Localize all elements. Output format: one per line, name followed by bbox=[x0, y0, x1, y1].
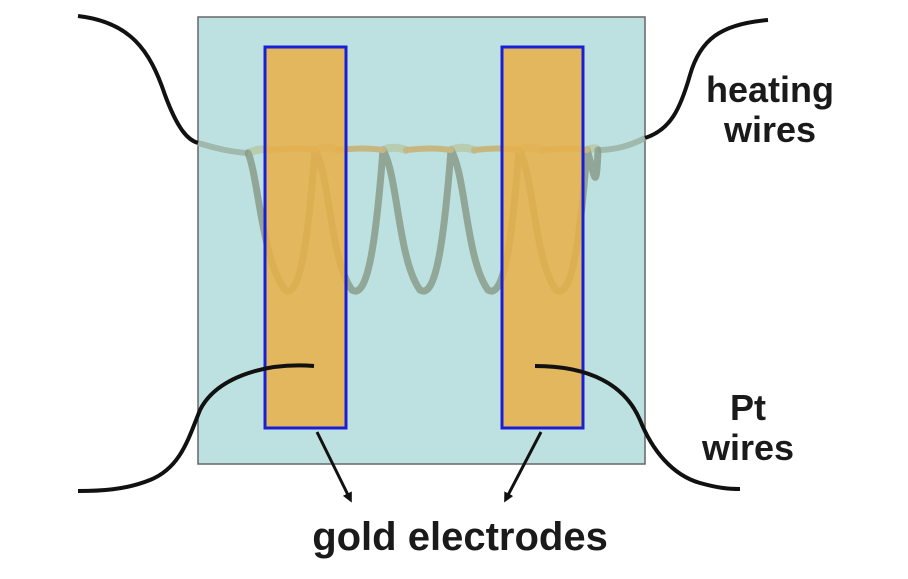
pt-wires-label-line2: wires bbox=[701, 427, 795, 469]
pt-wires-label-line1: Pt bbox=[730, 387, 766, 428]
heating-wires-label: heating wires bbox=[690, 69, 850, 151]
pt-wire-right bbox=[534, 364, 741, 491]
heating-wire-left-inner bbox=[197, 140, 249, 156]
heating-wires-label-line1: heating bbox=[705, 69, 834, 110]
heating-wire-left-lead bbox=[77, 14, 199, 145]
arrow-down-icon bbox=[504, 431, 543, 503]
heating-wire-right-lead bbox=[644, 18, 769, 140]
gold-electrodes-label: gold electrodes bbox=[312, 515, 608, 559]
pt-wires-label: Pt wires bbox=[688, 387, 808, 469]
pt-wire-left bbox=[77, 363, 315, 493]
gold-electrode-left bbox=[263, 45, 348, 430]
heating-wire-right-inner bbox=[597, 135, 647, 153]
arrow-down-icon bbox=[315, 431, 352, 503]
heating-wires-label-line2: wires bbox=[723, 109, 817, 151]
